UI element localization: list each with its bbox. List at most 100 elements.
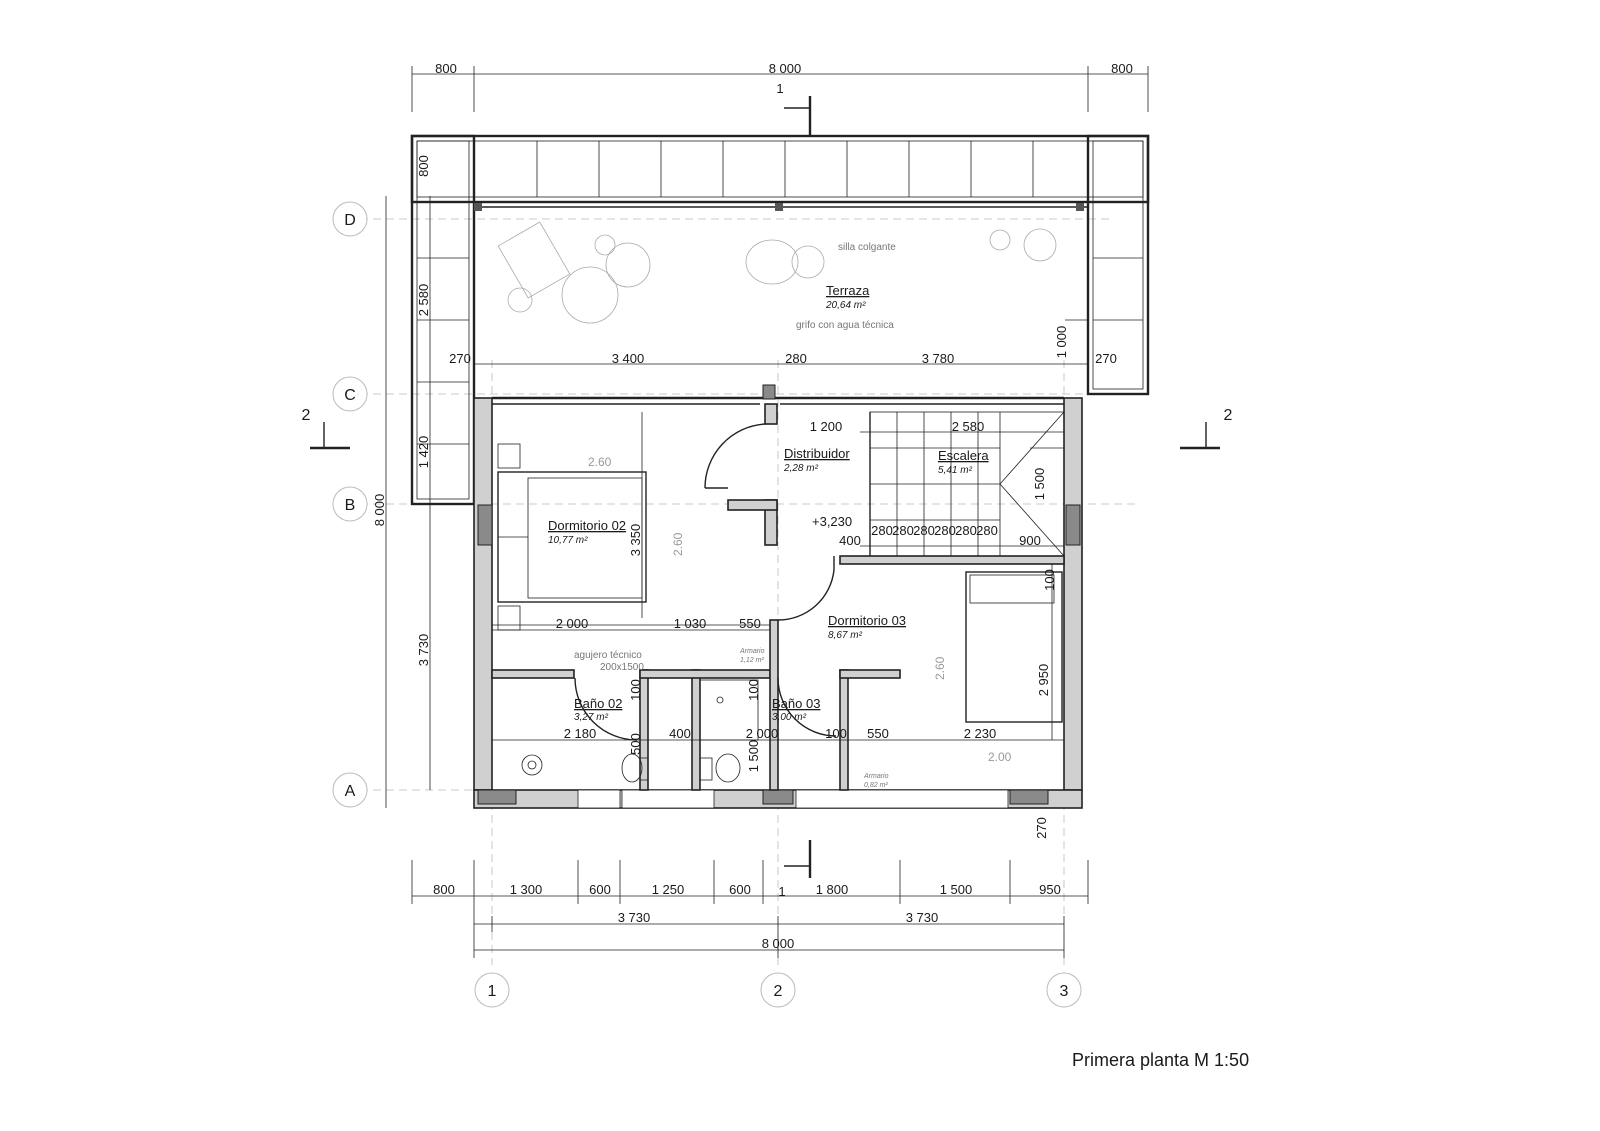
dim-terrace-0: 270 bbox=[449, 351, 471, 366]
dim-bottom1-6: 1 500 bbox=[940, 882, 973, 897]
axis-label-c: C bbox=[344, 387, 356, 404]
dim-right-3: 270 bbox=[1034, 817, 1049, 839]
dim-terrace-3: 3 780 bbox=[922, 351, 955, 366]
room-area-escalera: 5,41 m² bbox=[938, 465, 973, 476]
dim-top-2: 800 bbox=[1111, 61, 1133, 76]
dimension-text: 800 8 000 800 270 3 400 280 3 780 270 80… bbox=[372, 61, 1133, 951]
dim-bottom1-7: 950 bbox=[1039, 882, 1061, 897]
stairs bbox=[869, 411, 1065, 557]
dim-stairs-top-1: 2 580 bbox=[952, 419, 985, 434]
notes: silla colgante grifo con agua técnica ag… bbox=[574, 242, 1012, 789]
dim-bottom1-0: 800 bbox=[433, 882, 455, 897]
dim-bottom1-3: 1 250 bbox=[652, 882, 685, 897]
room-area-bano-02: 3,27 m² bbox=[574, 712, 609, 723]
dim-bath-v-0: 100 bbox=[628, 679, 643, 701]
dim-bath-v-1: 500 bbox=[628, 733, 643, 755]
axis-label-3: 3 bbox=[1060, 983, 1069, 1000]
note-grifo: grifo con agua técnica bbox=[796, 320, 894, 331]
dimension-lines bbox=[385, 66, 1149, 958]
height-label-4: 2.00 bbox=[988, 750, 1012, 764]
note-agujero-tecnico: agujero técnico bbox=[574, 650, 642, 661]
terrace-railing bbox=[410, 134, 1150, 506]
section-markers: 1 1 2 2 bbox=[302, 81, 1233, 899]
dim-bottom2-1: 3 730 bbox=[906, 910, 939, 925]
axis-label-b: B bbox=[345, 497, 356, 514]
dim-right-0: 1 000 bbox=[1054, 326, 1069, 359]
dim-left-1: 2 580 bbox=[416, 284, 431, 317]
dim-top-1: 8 000 bbox=[769, 61, 802, 76]
axis-label-d: D bbox=[344, 212, 356, 229]
dim-stairs-top-0: 1 200 bbox=[810, 419, 843, 434]
dim-bath-v-4: 100 bbox=[1042, 569, 1057, 591]
dim-bath-row-0: 2 180 bbox=[564, 726, 597, 741]
doors bbox=[574, 423, 837, 741]
note-agujero-size: 200x1500 bbox=[600, 662, 644, 673]
room-labels: Terraza 20,64 m² Dormitorio 02 10,77 m² … bbox=[548, 283, 989, 723]
dim-step-6: 280 bbox=[976, 523, 998, 538]
dim-bottom1-2: 600 bbox=[589, 882, 611, 897]
dim-step-5: 280 bbox=[955, 523, 977, 538]
dim-step-1: 280 bbox=[871, 523, 893, 538]
room-name-bano-03: Baño 03 bbox=[772, 696, 820, 711]
drawing-caption: Primera planta M 1:50 bbox=[1072, 1050, 1249, 1070]
dim-terrace-2: 280 bbox=[785, 351, 807, 366]
axis-label-a: A bbox=[345, 783, 356, 800]
dim-left-2: 1 420 bbox=[416, 436, 431, 469]
dim-bath-row-2: 2 000 bbox=[746, 726, 779, 741]
dim-step-4: 280 bbox=[934, 523, 956, 538]
axis-label-2: 2 bbox=[774, 983, 783, 1000]
room-name-terraza: Terraza bbox=[826, 283, 870, 298]
interior-walls bbox=[491, 403, 1065, 791]
dim-bottom1-5: 1 800 bbox=[816, 882, 849, 897]
axis-bubble-2 bbox=[760, 972, 796, 1008]
dim-step-3: 280 bbox=[913, 523, 935, 538]
dim-bottom1-4: 600 bbox=[729, 882, 751, 897]
axis-bubble-3 bbox=[1046, 972, 1082, 1008]
dim-dorm02-row-2: 550 bbox=[739, 616, 761, 631]
room-name-dormitorio-02: Dormitorio 02 bbox=[548, 518, 626, 533]
section-2-left-label: 2 bbox=[302, 407, 311, 424]
terrace-furniture bbox=[497, 221, 1057, 324]
height-label-2: 2.60 bbox=[671, 532, 685, 556]
dim-right-2: 2 950 bbox=[1036, 664, 1051, 697]
axis-bubble-b bbox=[332, 486, 368, 522]
dim-left-0: 800 bbox=[416, 155, 431, 177]
dim-bath-row-3: 100 bbox=[825, 726, 847, 741]
room-area-bano-03: 3,00 m² bbox=[772, 712, 807, 723]
dim-dorm02-height: 3 350 bbox=[628, 524, 643, 557]
dim-bath-row-5: 2 230 bbox=[964, 726, 997, 741]
dim-dorm02-row-0: 2 000 bbox=[556, 616, 589, 631]
dim-top-0: 800 bbox=[435, 61, 457, 76]
dim-terrace-4: 270 bbox=[1095, 351, 1117, 366]
room-name-bano-02: Baño 02 bbox=[574, 696, 622, 711]
dim-bath-v-3: 1 500 bbox=[746, 740, 761, 773]
dim-dorm02-row-1: 1 030 bbox=[674, 616, 707, 631]
dim-right-1: 1 500 bbox=[1032, 468, 1047, 501]
dim-bath-row-1: 400 bbox=[669, 726, 691, 741]
note-armario-2-area: 0,82 m² bbox=[864, 782, 888, 789]
note-armario-1: Armario bbox=[739, 648, 765, 655]
height-label-1: 2.60 bbox=[588, 455, 612, 469]
dim-bath-v-2: 100 bbox=[746, 679, 761, 701]
dim-step-2: 280 bbox=[892, 523, 914, 538]
axis-bubble-1 bbox=[474, 972, 510, 1008]
room-area-distribuidor: 2,28 m² bbox=[783, 463, 819, 474]
section-2-right-label: 2 bbox=[1224, 407, 1233, 424]
dim-bath-row-4: 550 bbox=[867, 726, 889, 741]
dim-bottom3: 8 000 bbox=[762, 936, 795, 951]
room-area-dormitorio-02: 10,77 m² bbox=[548, 535, 588, 546]
axis-bubble-a bbox=[332, 772, 368, 808]
room-area-terraza: 20,64 m² bbox=[825, 300, 866, 311]
axis-bubbles: D C B A 1 2 3 bbox=[332, 201, 1082, 1008]
dim-bottom1-1: 1 300 bbox=[510, 882, 543, 897]
room-name-distribuidor: Distribuidor bbox=[784, 446, 850, 461]
note-armario-1-area: 1,12 m² bbox=[740, 657, 764, 664]
axis-bubble-c bbox=[332, 376, 368, 412]
note-silla-colgante: silla colgante bbox=[838, 242, 896, 253]
dim-step-7: 900 bbox=[1019, 533, 1041, 548]
exterior-walls bbox=[473, 384, 1083, 809]
dim-bottom2-0: 3 730 bbox=[618, 910, 651, 925]
room-name-escalera: Escalera bbox=[938, 448, 989, 463]
note-level: +3,230 bbox=[812, 514, 852, 529]
